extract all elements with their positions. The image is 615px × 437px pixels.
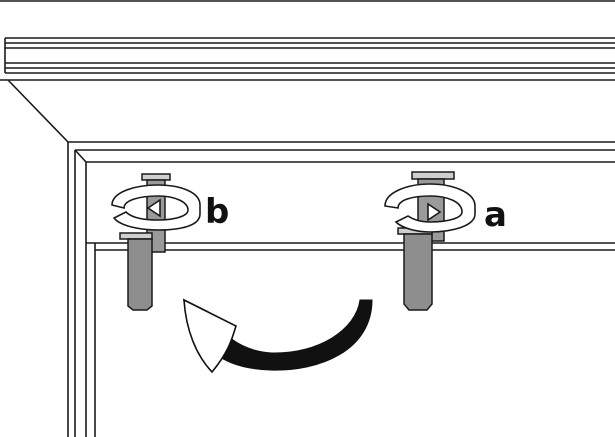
label-b: b <box>205 192 229 232</box>
hinge-pin-b <box>119 173 171 311</box>
label-a: a <box>484 195 507 235</box>
rotate-arrow-icon <box>384 183 476 233</box>
rotate-arrow-icon <box>111 184 201 231</box>
curved-arrow-icon <box>183 298 373 374</box>
